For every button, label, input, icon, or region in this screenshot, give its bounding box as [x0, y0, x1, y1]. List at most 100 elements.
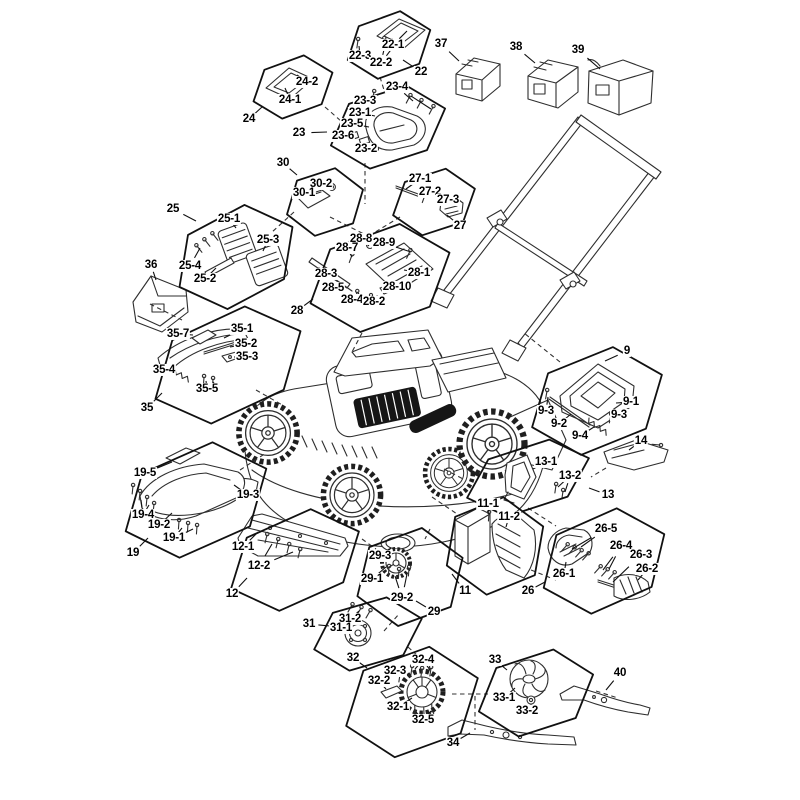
- part-39-charger: [587, 59, 654, 116]
- part-38-battery: [527, 59, 579, 109]
- leader-line-22-1: [398, 30, 408, 40]
- leader-line-23-4: [410, 95, 432, 110]
- leader-line-19: [139, 537, 149, 547]
- group-25-parts: [193, 222, 289, 287]
- leader-line-37: [448, 51, 460, 62]
- leader-line-27-1: [405, 183, 415, 190]
- dashed-connector-7: [149, 303, 183, 321]
- wheel-rear-left: [239, 404, 297, 462]
- leader-line-26: [535, 581, 546, 588]
- leader-line-11: [451, 573, 460, 584]
- leader-line-23: [311, 131, 328, 134]
- group-outline-22: [346, 10, 432, 80]
- leader-line-28-5: [337, 284, 345, 288]
- leader-line-31: [318, 624, 331, 627]
- leader-line-32-4: [414, 663, 420, 670]
- leader-line-29-2: [394, 575, 400, 589]
- leader-line-22-2: [385, 46, 394, 57]
- leader-line-13-2: [564, 483, 569, 493]
- group-32-parts: [380, 663, 446, 719]
- mower-illustration: [239, 114, 662, 548]
- dashed-connector-1: [324, 106, 342, 122]
- leader-line-28-2: [373, 296, 376, 300]
- dashed-connector-6: [351, 332, 363, 353]
- group-outline-28: [309, 223, 451, 333]
- leader-line-26-5: [571, 537, 592, 550]
- leader-line-32-2: [381, 684, 387, 690]
- group-26-parts: [547, 527, 651, 601]
- leader-line-24-1: [284, 87, 289, 95]
- leader-line-19-2: [164, 512, 173, 521]
- dashed-connector-8: [255, 389, 285, 407]
- group-outline-12: [230, 508, 360, 612]
- group-30-parts: [297, 183, 336, 209]
- leader-line-35-5: [205, 380, 208, 386]
- group-27-parts: [395, 185, 464, 218]
- leader-line-25: [183, 213, 197, 222]
- group-outline-33: [477, 648, 594, 738]
- leader-line-29-2: [403, 573, 408, 588]
- group-outline-32: [345, 645, 479, 759]
- leader-line-13-2: [557, 480, 565, 488]
- leader-line-22-3: [358, 45, 361, 52]
- group-24-parts: [265, 67, 314, 100]
- group-35-parts: [157, 328, 249, 388]
- group-outline-27: [392, 167, 476, 237]
- leader-line-12: [238, 577, 248, 588]
- dashed-connector-9: [239, 452, 267, 471]
- group-outline-31: [313, 596, 423, 672]
- leader-line-26-5: [580, 536, 596, 548]
- leader-line-25-4: [194, 247, 201, 259]
- leader-line-23-4: [403, 92, 414, 102]
- leader-line-26-3: [612, 566, 630, 583]
- dashed-connector-4: [371, 216, 401, 235]
- leader-line-11-1: [487, 508, 490, 515]
- leader-line-38: [524, 53, 536, 64]
- group-outline-30: [286, 167, 364, 237]
- leader-line-29-1: [377, 566, 387, 575]
- dashed-connector-0: [379, 76, 385, 91]
- group-23-parts: [347, 88, 437, 152]
- leader-line-28-9: [395, 246, 412, 253]
- leader-line-35: [153, 392, 163, 402]
- leader-line-12-2: [264, 543, 273, 557]
- dashed-connector-18: [383, 613, 400, 632]
- leader-line-12-2: [274, 551, 294, 561]
- dashed-connector-5: [270, 211, 295, 234]
- leader-line-9: [604, 354, 618, 362]
- leader-line-9-3: [546, 396, 549, 405]
- part-37-battery: [455, 57, 501, 102]
- group-33-parts: [509, 659, 549, 709]
- leader-line-40: [605, 680, 615, 691]
- group-outline-25: [178, 203, 294, 311]
- leader-line-9-4: [586, 426, 595, 433]
- leader-line-34: [460, 732, 471, 739]
- part-14-bracket: [603, 439, 669, 471]
- leader-line-26-4: [602, 556, 614, 571]
- leader-line-19-5: [156, 461, 173, 469]
- dashed-connector-10: [361, 538, 377, 550]
- leader-line-35-7: [184, 333, 194, 336]
- leader-line-26-1: [564, 561, 567, 569]
- dashed-connector-12: [431, 496, 461, 517]
- dashed-connector-16: [527, 507, 557, 527]
- leader-line-24: [254, 106, 263, 115]
- part-40-blade: [559, 685, 651, 716]
- leader-line-26-4: [608, 556, 617, 570]
- group-outline-24: [252, 54, 334, 120]
- dashed-connector-14: [443, 468, 466, 481]
- group-13-parts: [503, 454, 566, 504]
- group-29-parts: [380, 533, 416, 579]
- leader-line-32: [358, 662, 368, 669]
- group-outline-26: [542, 507, 666, 615]
- leader-line-29: [415, 600, 427, 608]
- group-outline-29: [356, 527, 464, 627]
- leader-line-22-2: [382, 44, 386, 56]
- leader-line-39: [587, 57, 601, 70]
- mower-handle: [430, 114, 662, 362]
- group-outline-11: [445, 496, 545, 596]
- group-outline-23: [329, 84, 447, 170]
- dashed-connector-22: [595, 690, 619, 699]
- dashed-connector-15: [590, 467, 607, 478]
